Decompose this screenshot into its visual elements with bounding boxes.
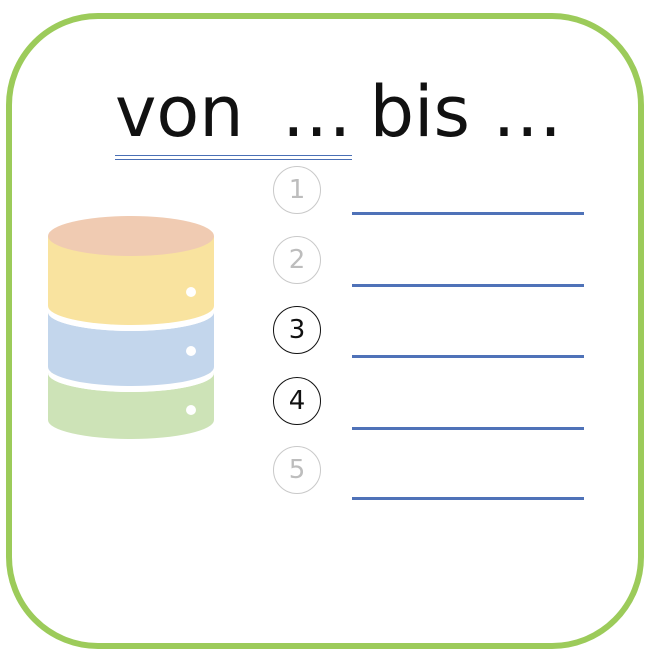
title-from: von …: [115, 70, 352, 160]
step-number-5: 5: [273, 446, 321, 494]
step-line-5[interactable]: [352, 497, 584, 500]
title-from-word: von: [115, 71, 244, 153]
step-line-3[interactable]: [352, 355, 584, 358]
database-lid: [48, 216, 214, 256]
step-number-2: 2: [273, 236, 321, 284]
database-layer-top: [48, 236, 214, 325]
title-from-ellipsis: …: [281, 71, 352, 153]
database-layer-middle: [48, 312, 214, 386]
step-line-2[interactable]: [352, 284, 584, 287]
database-separator-2: [48, 367, 214, 392]
database-dot-1: [186, 287, 196, 297]
step-line-4[interactable]: [352, 427, 584, 430]
step-number-4: 4: [273, 377, 321, 425]
title-to: bis …: [369, 71, 563, 153]
database-layer-bottom: [48, 373, 214, 439]
title-double-underline: [115, 155, 352, 160]
step-line-1[interactable]: [352, 212, 584, 215]
range-title: von … bis …: [115, 70, 563, 160]
database-dot-3: [186, 405, 196, 415]
database-dot-2: [186, 346, 196, 356]
step-number-3: 3: [273, 306, 321, 354]
step-number-1: 1: [273, 166, 321, 214]
database-separator-1: [48, 306, 214, 331]
